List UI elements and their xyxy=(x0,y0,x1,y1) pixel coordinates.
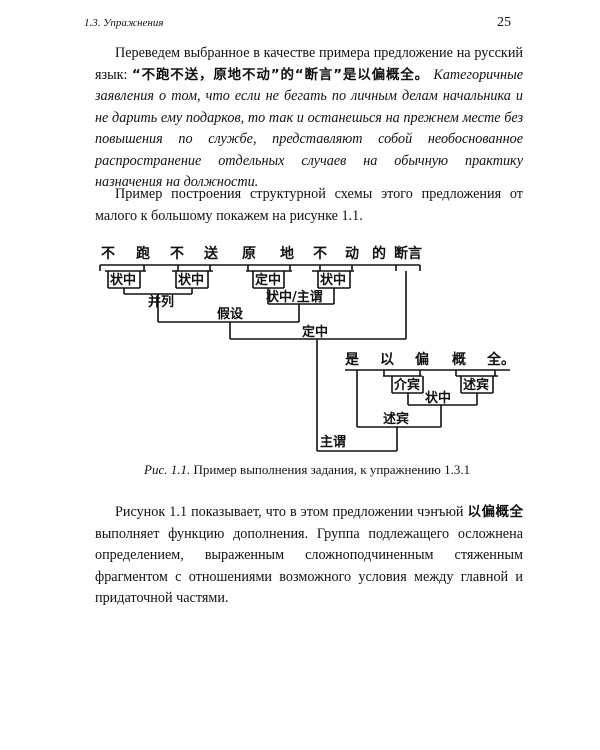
paragraph-intro: Пример построения структурной схемы этог… xyxy=(95,184,523,227)
label-zhuangzhong-3: 状中 xyxy=(320,272,346,288)
para2-text: Пример построения структурной схемы этог… xyxy=(95,186,523,224)
word-shi: 是 xyxy=(345,352,360,368)
label-zhuangzhong-2: 状中 xyxy=(178,272,204,288)
word-dong: 动 xyxy=(345,245,359,262)
label-binglie: 并列 xyxy=(148,294,174,310)
word-de: 的 xyxy=(372,245,386,262)
chengyu-term: 以偏概全 xyxy=(467,504,523,520)
page-number: 25 xyxy=(497,15,511,30)
label-shubin-small: 述宾 xyxy=(463,377,489,393)
label-zhuangzhong-1: 状中 xyxy=(110,272,136,288)
paragraph-translation: Переведем выбранное в качестве примера п… xyxy=(95,43,523,194)
word-gai: 概 xyxy=(452,351,466,368)
label-dingzhong-small: 定中 xyxy=(254,272,281,288)
label-jiebin: 介宾 xyxy=(393,377,420,393)
running-header: 1.3. Упражнения xyxy=(84,17,164,29)
label-shubin-big: 述宾 xyxy=(383,411,409,427)
para1-translation: Категоричные заявления о том, что если н… xyxy=(95,66,523,191)
caption-label: Рис. 1.1. xyxy=(144,462,191,477)
word-bu-3: 不 xyxy=(313,246,327,262)
paragraph-explanation: Рисунок 1.1 показывает, что в этом предл… xyxy=(95,502,523,610)
para3-rest: выполняет функцию дополнения. Группа под… xyxy=(95,525,523,607)
caption-text: Пример выполнения задания, к упражнению … xyxy=(190,462,471,477)
label-zhuangzhong-zhuwei: 状中/主谓 xyxy=(266,289,323,305)
label-zhuwei: 主谓 xyxy=(320,434,346,450)
figure-caption: Рис. 1.1. Пример выполнения задания, к у… xyxy=(144,462,470,478)
para1-lead: Переведем выбранное в качестве примера п… xyxy=(95,45,523,83)
chinese-sentence: “不跑不送，原地不动”的“断言”是以偏概全。 xyxy=(131,66,429,83)
label-zhuangzhong-lower: 状中 xyxy=(425,390,451,406)
word-pao: 跑 xyxy=(136,245,150,262)
word-pian: 偏 xyxy=(415,351,429,368)
word-bu-1: 不 xyxy=(101,246,115,262)
word-yuan: 原 xyxy=(242,246,256,262)
label-dingzhong-big: 定中 xyxy=(301,324,328,340)
word-bu-2: 不 xyxy=(170,246,184,262)
label-jiashe: 假设 xyxy=(217,306,244,322)
word-duanyan: 断言 xyxy=(394,245,422,262)
word-song: 送 xyxy=(203,245,219,262)
word-di: 地 xyxy=(280,245,294,262)
word-yi: 以 xyxy=(380,352,394,368)
para3-lead: Рисунок 1.1 показывает, что в этом предл… xyxy=(115,504,468,520)
word-quan: 全。 xyxy=(486,351,515,368)
